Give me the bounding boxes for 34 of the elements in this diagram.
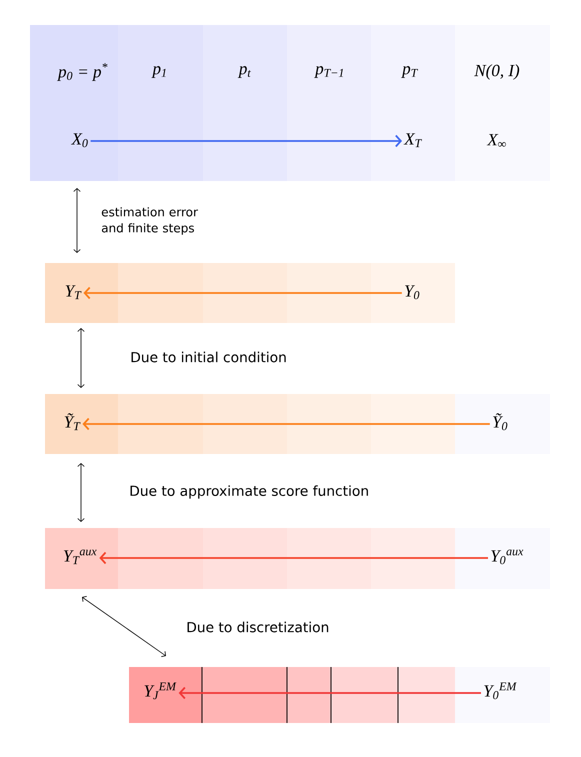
variable-label: X$_{0}$ (71, 133, 88, 148)
arrow (82, 418, 490, 430)
arrow (82, 596, 166, 658)
arrow (77, 328, 85, 388)
edge-label: Due to discretization (188, 622, 328, 632)
variable-label: Ỹ$_{T}$ (64, 413, 80, 430)
edge-label: estimation error and finite steps (102, 207, 198, 235)
edge-label: Due to initial condition (132, 352, 286, 362)
band (45, 528, 550, 589)
math-label: p$_{T}$ (401, 66, 418, 78)
arrow (90, 134, 402, 148)
math-label: X$_{∞}$ (486, 134, 506, 147)
variable-label: Y$_{0}$ (405, 285, 420, 300)
arrow (83, 286, 402, 300)
variable-label: Y$_{0}$EM (484, 682, 517, 700)
band (45, 394, 550, 454)
arrow (77, 463, 85, 522)
math-label: p$_{T−1}$ (314, 66, 344, 78)
variable-label: Ỹ$_{0}$ (493, 413, 508, 430)
arrow (73, 188, 81, 253)
edge-label: Due to approximate score function (130, 485, 368, 499)
band (45, 263, 455, 323)
band (129, 666, 550, 724)
variable-label: Y$_{T}$aux (64, 550, 97, 564)
math-label: N(0, I) (474, 64, 520, 80)
math-label: p$_{t}$ (238, 66, 251, 78)
variable-label: Y$_{T}$ (66, 285, 82, 300)
variable-label: Y$_{0}$aux (491, 550, 524, 564)
variable-label: X$_{T}$ (404, 133, 422, 148)
math-label: p$_{0}$ = p$^{*}$ (57, 63, 108, 81)
variable-label: Y$_{J}$EM (144, 682, 176, 700)
arrow (99, 552, 488, 564)
arrow (178, 686, 481, 700)
math-label: p$_{1}$ (152, 66, 166, 78)
